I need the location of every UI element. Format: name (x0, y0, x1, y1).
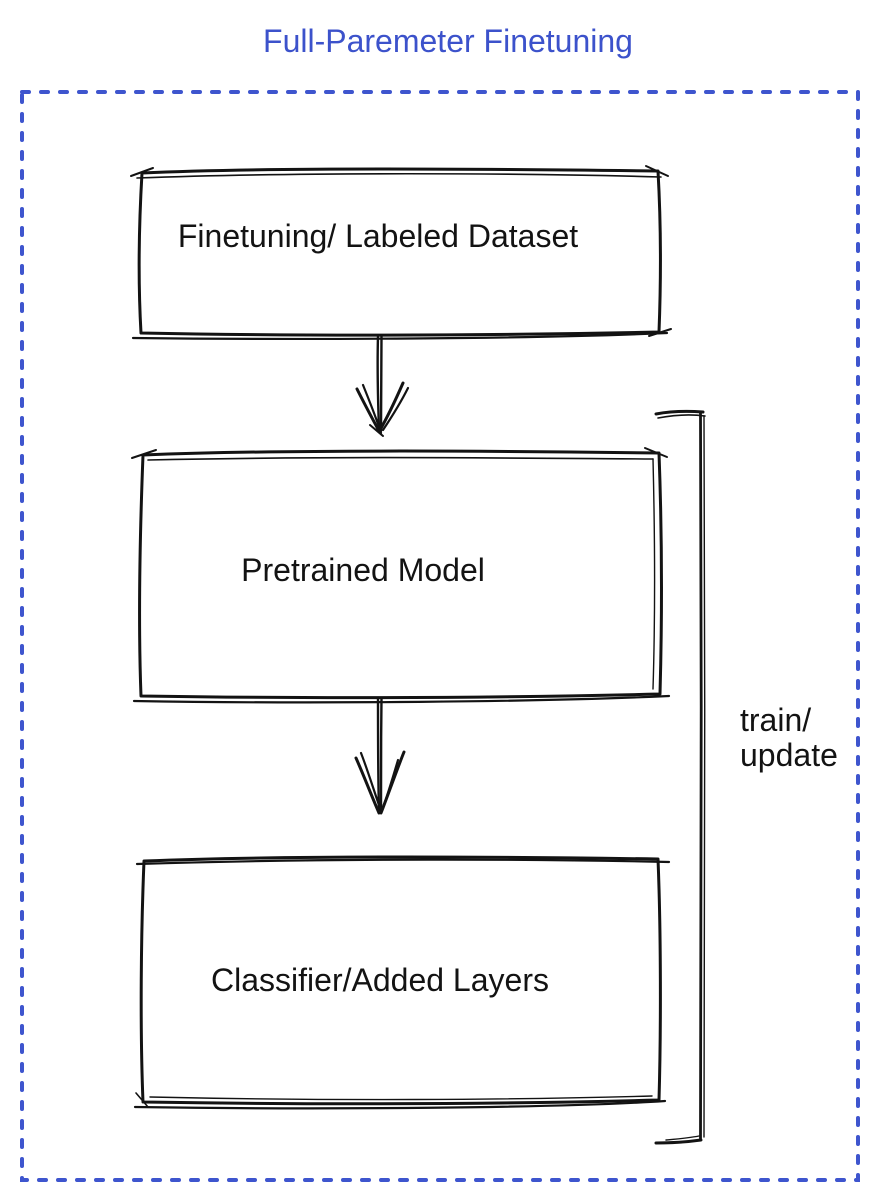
sketch-overdraw-bottom (131, 331, 669, 341)
node-label-classifier: Classifier/Added Layers (211, 962, 549, 998)
sketch-corner-tick (135, 1092, 149, 1108)
arrow-shaft (376, 696, 381, 812)
arrow-head (355, 387, 381, 433)
arrow-shaft (379, 334, 383, 433)
train-update-bracket: train/ update (654, 409, 838, 1145)
sketch-overdraw-inner (149, 1095, 653, 1101)
sketch-corner-tick (131, 449, 157, 459)
node-classifier-added-layers: Classifier/Added Layers (133, 855, 671, 1110)
arrow-head (354, 756, 381, 815)
sketch-overdraw-top (136, 172, 662, 179)
arrow-head (380, 758, 400, 812)
bracket-label-line2: update (740, 737, 838, 773)
node-pretrained-model: Pretrained Model (131, 447, 671, 704)
sketch-corner-tick (648, 328, 672, 337)
node-finetuning-dataset: Finetuning/ Labeled Dataset (130, 165, 672, 341)
arrow-head (381, 386, 410, 432)
arrow-pretrained-to-classifier (354, 696, 406, 815)
bracket-top-hook (657, 414, 706, 419)
sketch-corner-tick (644, 447, 668, 458)
bracket-vertical-line (703, 415, 706, 1138)
dashed-frame (20, 90, 860, 1182)
bracket-label-line1: train/ (740, 702, 811, 738)
sketch-overdraw-top (135, 858, 671, 866)
arrow-shaft (376, 334, 381, 431)
bracket-vertical-line (699, 411, 703, 1142)
bracket-bottom-hook (654, 1138, 703, 1145)
node-label-pretrained: Pretrained Model (241, 552, 485, 588)
node-box-pretrained (138, 449, 663, 700)
sketch-overdraw-top (147, 456, 654, 461)
sketch-overdraw-right (652, 458, 656, 690)
diagram-title: Full-Paremeter Finetuning (263, 23, 633, 59)
arrow-shaft (379, 696, 383, 814)
sketch-overdraw-bottom (133, 1099, 667, 1110)
arrow-head (359, 751, 383, 813)
arrow-head (378, 381, 405, 432)
bracket-top-hook (654, 409, 705, 416)
node-label-dataset: Finetuning/ Labeled Dataset (178, 218, 578, 254)
node-box-classifier (139, 855, 662, 1106)
arrow-head (369, 424, 384, 437)
sketch-overdraw-bottom (132, 694, 671, 704)
bracket-bottom-hook (665, 1135, 700, 1141)
sketch-corner-tick (130, 167, 154, 177)
sketch-corner-tick (645, 165, 669, 177)
arrow-dataset-to-pretrained (355, 334, 410, 437)
